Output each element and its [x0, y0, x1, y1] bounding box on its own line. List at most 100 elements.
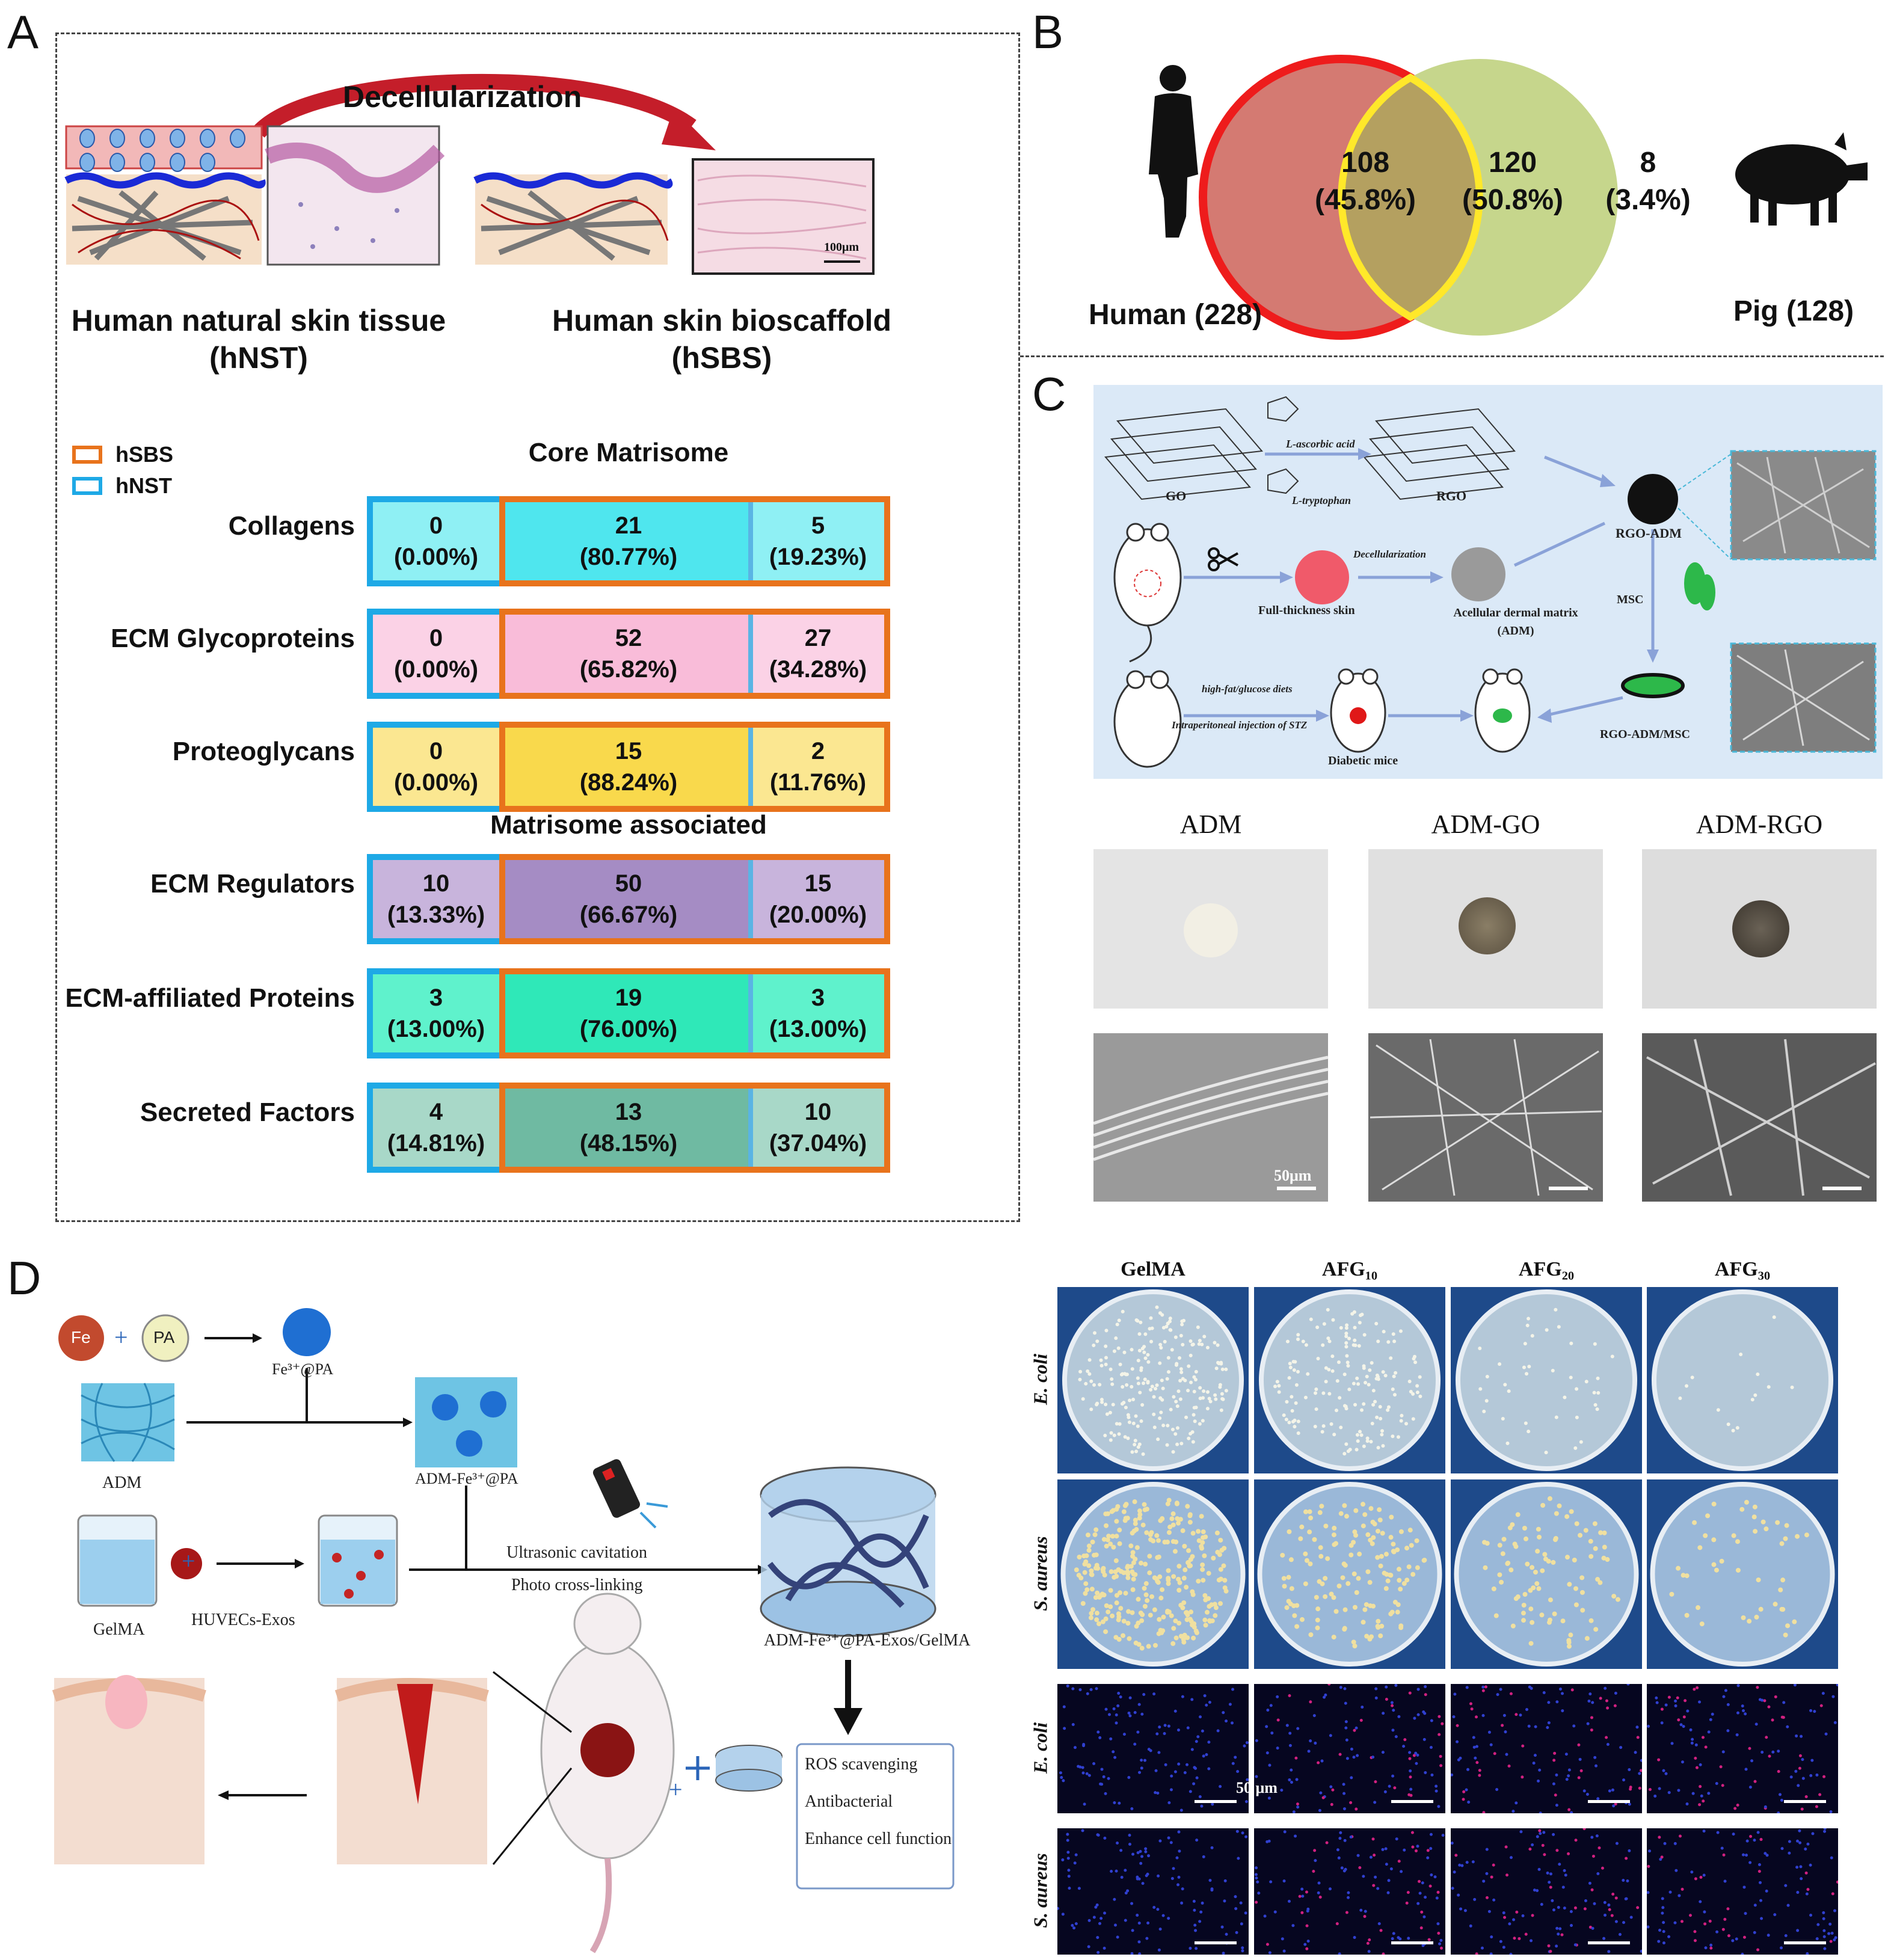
d-huvecs-label: HUVECs-Exos	[191, 1611, 295, 1629]
plate-row-label: E. coli	[1029, 1722, 1051, 1774]
venn-right-value: 8 (3.4%)	[1588, 144, 1708, 219]
fe-pa-particle-icon	[283, 1308, 331, 1356]
panel-label-d: D	[7, 1252, 42, 1304]
cell-hsbs-only: 5 (19.23%)	[752, 502, 884, 580]
hsbs-title-text: Human skin bioscaffold	[552, 304, 891, 337]
venn-overlap	[1338, 73, 1483, 321]
cell-hnst-only: 4(14.81%)	[373, 1089, 499, 1167]
plate-col-label: AFG₁₀	[1321, 1258, 1378, 1280]
cell-count: 0	[429, 625, 443, 651]
panel-b-frame	[1020, 32, 1884, 357]
legend-swatch-hsbs	[72, 446, 102, 464]
human-silhouette-icon	[1149, 65, 1198, 238]
cell-percent: (13.33%)	[387, 902, 485, 928]
healed-skin-section	[52, 1675, 206, 1864]
cell-count: 5	[811, 512, 825, 539]
fluorescence-image	[1647, 1684, 1838, 1813]
c-msc-label: MSC	[1617, 593, 1644, 606]
agar-plate-photo	[1254, 1479, 1445, 1669]
cell-hsbs-only: 15(20.00%)	[752, 860, 884, 938]
plate-col-label: GelMA	[1121, 1258, 1185, 1280]
scissors-icon	[1208, 547, 1238, 571]
cell-count: 13	[615, 1099, 642, 1125]
cell-percent: (0.00%)	[393, 769, 479, 796]
d-final-label: ADM-Fe³⁺@PA-Exos/GelMA	[764, 1631, 971, 1650]
cell-hsbs-only: 27(34.28%)	[752, 615, 884, 693]
venn-overlap-value: 120 (50.8%)	[1444, 144, 1582, 219]
plate-row-label: S. aureus	[1029, 1853, 1051, 1928]
molecule-icons	[1267, 396, 1299, 494]
c-photo-adm-go	[1368, 849, 1603, 1009]
cell-percent: (11.76%)	[769, 769, 867, 796]
hsbs-frame	[499, 722, 890, 812]
msc-cells-icon	[1684, 562, 1715, 610]
d-photo-cross-label: Photo cross-linking	[511, 1576, 643, 1594]
fluorescence-image	[1647, 1828, 1838, 1955]
c-photo-label-adm: ADM	[1179, 809, 1242, 839]
d-fe-label: Fe	[71, 1328, 91, 1347]
c-rgo-adm-msc-label: RGO-ADM/MSC	[1600, 728, 1690, 741]
matrisome-row-label: Proteoglycans	[172, 737, 355, 766]
cell-hnst-only: 3(13.00%)	[373, 974, 499, 1052]
cell-percent: (19.23%)	[769, 544, 867, 570]
pig-silhouette-icon	[1735, 132, 1868, 226]
c-photo-label-adm-rgo: ADM-RGO	[1696, 809, 1823, 839]
native-skin-illustration	[64, 125, 266, 265]
cell-shared: 50(66.67%)	[505, 860, 752, 938]
d-ultrasonic-label: Ultrasonic cavitation	[506, 1543, 648, 1562]
skin-disc	[1295, 550, 1349, 604]
cell-count: 2	[811, 738, 825, 764]
legend-label-hsbs: hSBS	[115, 442, 174, 467]
cell-separator	[748, 974, 753, 1052]
c-full-skin-label: Full-thickness skin	[1258, 604, 1355, 617]
wound-skin-section	[334, 1678, 489, 1864]
venn-right-percent: (3.4%)	[1605, 184, 1691, 216]
cell-percent: (37.04%)	[769, 1130, 867, 1157]
c-adm-abbr: (ADM)	[1497, 624, 1534, 637]
cell-hsbs-only: 10(37.04%)	[752, 1089, 884, 1167]
fluorescence-image	[1451, 1828, 1642, 1955]
fluorescence-image	[1057, 1684, 1249, 1813]
plate-row-label: S. aureus	[1029, 1535, 1051, 1611]
plate-col-label: AFG₃₀	[1714, 1258, 1771, 1280]
legend-label-hnst: hNST	[115, 473, 172, 498]
agar-plate-photo	[1647, 1287, 1838, 1473]
d-fe-pa-label: Fe³⁺@PA	[272, 1360, 334, 1378]
decellularization-label: Decellularization	[343, 80, 582, 114]
c-ascorbic-label: L-ascorbic acid	[1286, 438, 1355, 450]
plate-row-label: E. coli	[1029, 1353, 1051, 1405]
pa-icon	[141, 1314, 189, 1362]
panel-label-a: A	[7, 5, 39, 58]
matrisome-row-label: Secreted Factors	[140, 1098, 355, 1127]
cell-hsbs-only: 2 (11.76%)	[752, 728, 884, 806]
agar-plate-photo	[1647, 1479, 1838, 1669]
fluorescence-image	[1254, 1684, 1445, 1813]
cell-separator	[748, 860, 753, 938]
matrisome-row-label: ECM Regulators	[150, 869, 355, 899]
cell-shared: 19(76.00%)	[505, 974, 752, 1052]
exos-icon	[171, 1548, 202, 1579]
hsbs-title: Human skin bioscaffold (hSBS)	[529, 302, 914, 376]
plate-col-label: AFG₂₀	[1518, 1258, 1575, 1280]
panel-a-legend: hSBS hNST	[72, 439, 173, 502]
agar-plate-photo	[1451, 1479, 1642, 1669]
cell-hnst-only: 0(0.00%)	[373, 728, 499, 806]
uv-lamp-icon	[592, 1459, 641, 1518]
cell-count: 19	[615, 985, 642, 1011]
d-function-antibacterial: Antibacterial	[805, 1792, 893, 1811]
cell-percent: (20.00%)	[769, 902, 867, 928]
legend-item-hnst: hNST	[72, 470, 173, 502]
hnst-abbr: (hNST)	[209, 341, 308, 375]
cell-percent: (13.00%)	[769, 1016, 867, 1042]
panel-c-schematic	[1093, 385, 1883, 779]
agar-plate-photo	[1451, 1287, 1642, 1473]
cell-percent: (14.81%)	[387, 1130, 485, 1157]
venn-overlap-percent: (50.8%)	[1462, 184, 1564, 216]
mouse-icon	[1113, 523, 1182, 663]
wound-icon	[580, 1723, 635, 1777]
cell-count: 3	[429, 985, 443, 1011]
d-plus-1: +	[114, 1324, 128, 1351]
c-photo-adm	[1093, 849, 1328, 1009]
c-adm-long: Acellular dermal matrix	[1453, 606, 1578, 619]
legend-item-hsbs: hSBS	[72, 439, 173, 470]
